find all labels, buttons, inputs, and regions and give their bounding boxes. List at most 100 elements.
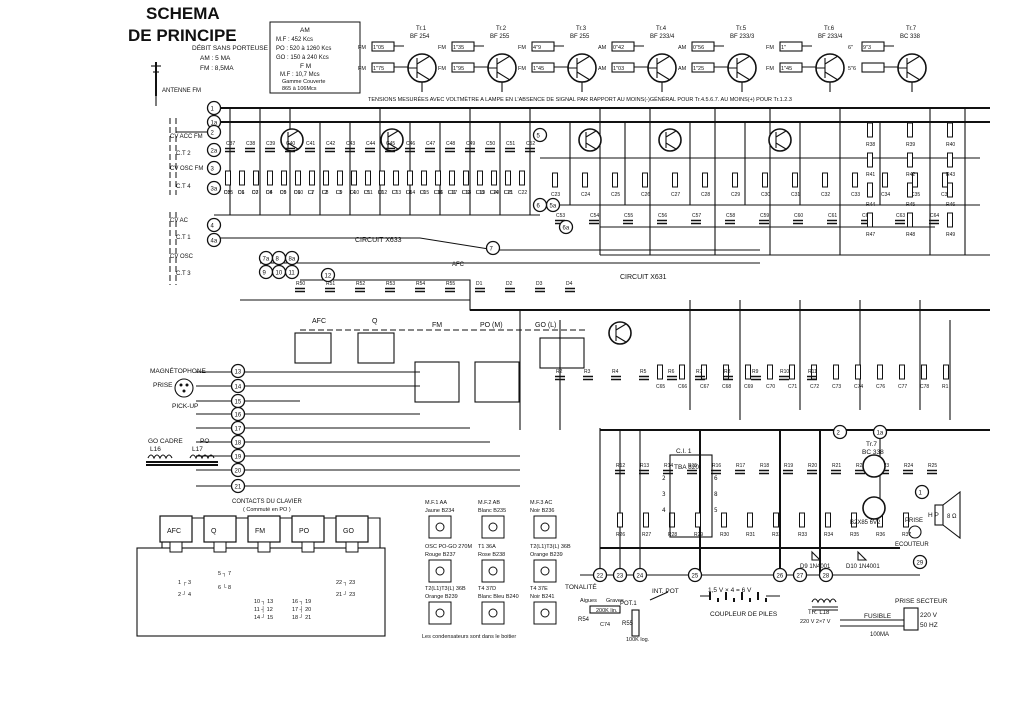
component-ref: R36 [876,532,885,538]
node-29: 29 [912,554,928,570]
component-ref: C33 [851,192,860,198]
can-ref: T1 36A [478,544,496,550]
component-ref: C28 [701,192,710,198]
component-d4: D4 [565,281,575,293]
component-ref: C68 [722,384,731,390]
component-ref: R43 [946,172,955,178]
node-21: 21 [230,478,246,494]
node-number: 12 [325,274,332,280]
component-ref: C53 [556,213,565,219]
component-ref: C29 [731,192,740,198]
component-c43: C43 [345,141,355,153]
node-number: 3 [211,167,215,173]
component-ref: L11 [448,190,456,196]
component-c55: C55 [623,213,633,225]
node-number: 8 [276,257,280,263]
battery-label: COUPLEUR DE PILES [710,611,778,618]
component-ref: C11 [364,190,373,196]
switch-po-label: PO (M) [480,322,503,329]
caps-note: Les condensateurs sont dans le boitier [422,634,516,640]
voltage-box [861,62,885,73]
component-c48: C48 [445,141,455,153]
node-number: 1 [211,107,215,113]
node-2a: 2a [206,142,222,158]
svg-text:2: 2 [662,475,666,482]
keyboard-contacts-box: CONTACTS DU CLAVIER ( Commuté en PO ) AF… [136,499,386,637]
component-r1: R1 [942,364,949,390]
transistor-type: BF 233/4 [818,34,843,40]
component-ref: R32 [772,532,781,538]
spec-right-2: M.F : 452 Kcs [276,37,313,43]
component-r40: R40 [946,122,955,148]
node-23: 23 [612,567,628,583]
component-ref: C19 [476,190,485,196]
node-4: 4 [206,217,222,233]
node-10: 10 [271,264,287,280]
node-number: 1 [919,491,923,497]
component-ref: D1 [476,281,483,287]
spec-block-left: DÉBIT SANS PORTEUSE AM : 5 MA FM : 8,5MA [192,43,269,72]
component-ref: C76 [876,384,885,390]
component-ref: R54 [416,281,425,287]
key-po: PO [291,515,325,553]
voltage-reading: 0"42 [613,45,624,51]
switch-q-label: Q [372,318,378,325]
component-ref: R6 [668,369,675,375]
component-c59: C59 [759,213,769,225]
battery-value: 1,5 V × 4 = 6 V [708,587,752,594]
can-color: Rose B238 [478,552,505,558]
component-ref: C74 [854,384,863,390]
ic-ref: C.I. 1 [676,448,692,455]
cv-label: CV ACC FM [170,134,203,140]
voltage-reading: 1"75 [373,66,384,72]
component-c44: C44 [365,141,375,153]
node-14: 14 [230,378,246,394]
mains-v1: 220 V [920,612,938,619]
component-r19: R19 [783,463,793,475]
can-color: Rouge B237 [425,552,456,558]
component-ref: D2 [506,281,513,287]
tone-aigues: Aigues [580,598,597,604]
node-6a: 6a [558,219,574,235]
component-c50: C50 [485,141,495,153]
component-c33: C33 [851,172,860,198]
node-2: 2 [206,124,222,140]
component-ref: C50 [486,141,495,147]
component-ref: R16 [712,463,721,469]
rf-transistor-4 [658,128,682,152]
component-ref: C55 [624,213,633,219]
component-ref: C42 [326,141,335,147]
node-number: 2 [211,131,215,137]
component-c41: C41 [305,141,315,153]
node-number: 28 [823,574,830,580]
component-l1: L1 [308,170,315,196]
component-l6: L6 [378,170,385,196]
component-l11: L11 [448,170,456,196]
component-ref: C31 [791,192,800,198]
hp-label: H P [928,512,939,519]
component-c52: C52 [525,141,535,153]
component-ref: R46 [946,202,955,208]
component-ref: C54 [590,213,599,219]
spec-right-7: Gamme Couverte [282,79,325,85]
component-l8: L8 [406,170,413,196]
component-ref: L2 [322,190,328,196]
component-ref: R18 [760,463,769,469]
component-ref: R2 [556,369,563,375]
component-c46: C46 [405,141,415,153]
mode-label: FM [358,45,366,51]
can-color: Noir B241 [530,594,554,600]
node-number: 10 [276,271,283,277]
switch-afc-label: AFC [312,318,326,325]
component-r14: R14 [663,463,673,475]
component-ref: L3 [336,190,342,196]
component-c70: C70 [766,364,775,390]
node-27: 27 [792,567,808,583]
tone-label: TONALITÉ [565,582,597,591]
node-number: 15 [235,400,242,406]
component-c24: C24 [581,172,590,198]
component-ref: C21 [504,190,513,196]
spec-right-6: M.F : 10,7 Mcs [280,72,320,78]
